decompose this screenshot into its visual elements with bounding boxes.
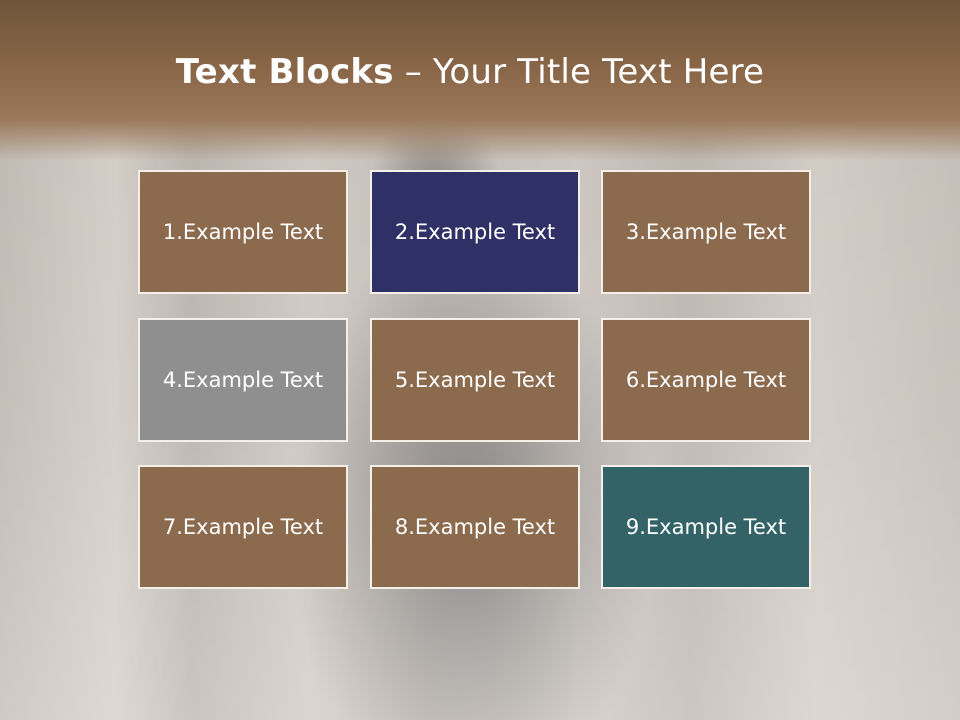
slide-title: Text Blocks – Your Title Text Here [0,52,940,92]
text-block-7[interactable]: 7.Example Text [138,465,348,589]
text-block-9[interactable]: 9.Example Text [601,465,811,589]
title-bold: Text Blocks [175,52,394,92]
text-block-6[interactable]: 6.Example Text [601,318,811,442]
text-block-3[interactable]: 3.Example Text [601,170,811,294]
title-dash: – [393,52,433,92]
header-band [0,0,960,160]
text-block-5[interactable]: 5.Example Text [370,318,580,442]
text-block-8[interactable]: 8.Example Text [370,465,580,589]
text-block-4[interactable]: 4.Example Text [138,318,348,442]
text-block-1[interactable]: 1.Example Text [138,170,348,294]
text-block-2[interactable]: 2.Example Text [370,170,580,294]
title-rest: Your Title Text Here [432,52,765,92]
